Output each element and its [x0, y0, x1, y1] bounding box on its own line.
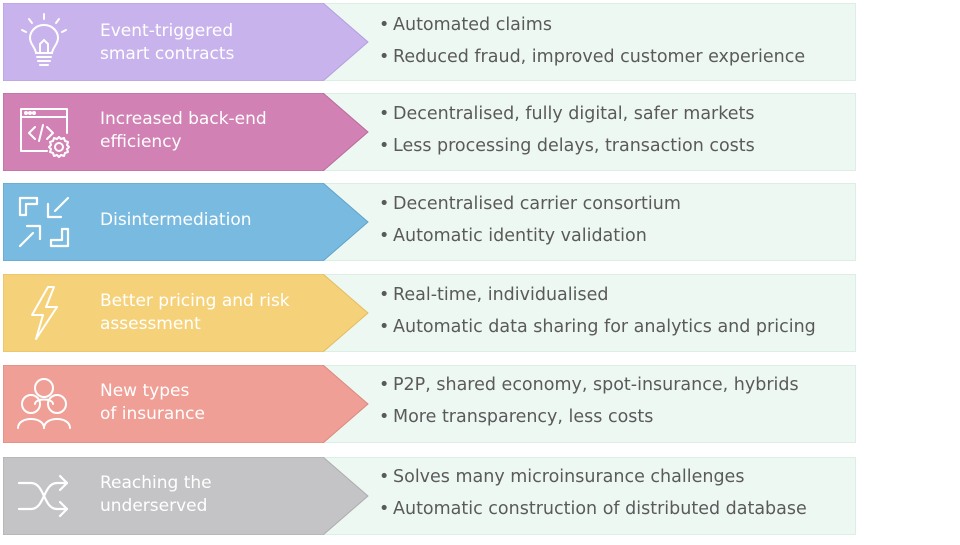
category-arrow [3, 365, 369, 443]
bullet-list: Decentralised, fully digital, safer mark… [379, 103, 755, 167]
row-disintermediation: Disintermediation Decentralised carrier … [3, 183, 856, 261]
category-arrow [3, 183, 369, 261]
list-item: Decentralised, fully digital, safer mark… [379, 103, 755, 135]
bullet-list: Automated claims Reduced fraud, improved… [379, 14, 805, 78]
shuffle-icon [15, 467, 73, 525]
category-arrow [3, 457, 369, 535]
category-arrow [3, 274, 369, 352]
list-item: Solves many microinsurance challenges [379, 466, 807, 498]
bullet-list: Real-time, individualised Automatic data… [379, 284, 816, 348]
lightning-icon [15, 284, 73, 342]
category-title: Reaching the underserved [100, 473, 212, 516]
row-new-insurance: New types of insurance P2P, shared econo… [3, 365, 856, 443]
code-settings-icon [15, 103, 73, 161]
inward-arrows-icon [15, 193, 73, 251]
list-item: Less processing delays, transaction cost… [379, 135, 755, 167]
people-group-icon [15, 374, 73, 432]
category-arrow [3, 3, 369, 81]
list-item: Automatic identity validation [379, 225, 681, 257]
category-title: Better pricing and risk assessment [100, 291, 290, 334]
list-item: Automated claims [379, 14, 805, 46]
list-item: More transparency, less costs [379, 406, 799, 438]
category-title: New types of insurance [100, 381, 205, 424]
category-title: Increased back-end efficiency [100, 109, 267, 152]
category-arrow [3, 93, 369, 171]
bullet-list: Decentralised carrier consortium Automat… [379, 193, 681, 257]
list-item: Reduced fraud, improved customer experie… [379, 46, 805, 78]
list-item: P2P, shared economy, spot-insurance, hyb… [379, 374, 799, 406]
list-item: Automatic data sharing for analytics and… [379, 316, 816, 348]
row-underserved: Reaching the underserved Solves many mic… [3, 457, 856, 535]
row-smart-contracts: Event-triggered smart contracts Automate… [3, 3, 856, 81]
bullet-list: Solves many microinsurance challenges Au… [379, 466, 807, 530]
row-backend-efficiency: Increased back-end efficiency Decentrali… [3, 93, 856, 171]
lightbulb-icon [15, 11, 73, 69]
list-item: Automatic construction of distributed da… [379, 498, 807, 530]
category-title: Disintermediation [100, 210, 252, 230]
category-title: Event-triggered smart contracts [100, 21, 235, 64]
row-pricing-risk: Better pricing and risk assessment Real-… [3, 274, 856, 352]
list-item: Decentralised carrier consortium [379, 193, 681, 225]
list-item: Real-time, individualised [379, 284, 816, 316]
bullet-list: P2P, shared economy, spot-insurance, hyb… [379, 374, 799, 438]
